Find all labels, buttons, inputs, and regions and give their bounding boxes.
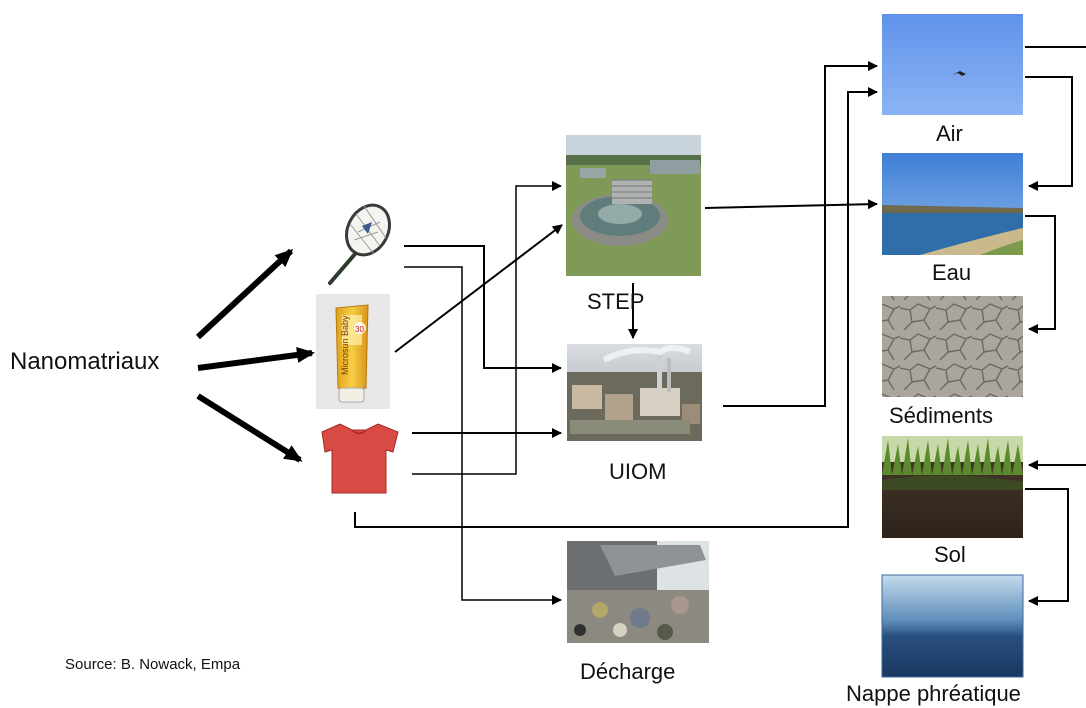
- step-label: STEP: [587, 289, 645, 314]
- sol-label: Sol: [934, 542, 966, 567]
- arrow-nano-to-sunscreen: [197, 347, 315, 371]
- uiom-incineration-plant-image: [567, 344, 702, 441]
- nanomaterials-label: Nanomatriaux: [10, 348, 160, 375]
- arrow-uiom-to-air: [723, 61, 878, 407]
- decharge-label: Décharge: [580, 659, 676, 684]
- air-image: [882, 14, 1023, 115]
- sunscreen-spf-text: 30: [355, 325, 364, 334]
- arrow-tshirt-to-step: [412, 181, 562, 475]
- air-label: Air: [936, 121, 963, 146]
- arrow-nano-to-tshirt: [196, 393, 303, 463]
- uiom-label: UIOM: [609, 459, 667, 484]
- eau-image: [882, 153, 1023, 255]
- nappe-phreatique-image: [881, 574, 1024, 678]
- t-shirt-image: [321, 423, 399, 494]
- nappe-phreatique-label: Nappe phréatique: [846, 681, 1021, 706]
- landfill-image: [567, 541, 709, 643]
- step-wastewater-plant-image: [566, 135, 701, 276]
- sediments-label: Sédiments: [889, 403, 993, 428]
- arrow-step-to-eau: [704, 199, 878, 210]
- sunscreen-brand-text: Microsun Baby: [340, 315, 350, 375]
- arrow-sunscreen-to-step: [394, 224, 563, 353]
- sediments-image: [882, 296, 1023, 397]
- arrow-air-to-eau: [1025, 76, 1073, 191]
- sol-image: [882, 436, 1023, 538]
- source-credit: Source: B. Nowack, Empa: [65, 656, 241, 673]
- sunscreen-tube-image: Microsun Baby 30: [316, 294, 390, 409]
- eau-label: Eau: [932, 260, 972, 285]
- arrow-eau-to-sediments: [1025, 215, 1056, 334]
- tennis-racket-image: [315, 195, 395, 290]
- arrow-nano-to-racket: [195, 248, 294, 340]
- arrow-tshirt-to-sol-air: [354, 87, 878, 528]
- arrow-racket-to-uiom: [404, 245, 562, 373]
- arrow-sol-to-nappe: [1025, 488, 1069, 606]
